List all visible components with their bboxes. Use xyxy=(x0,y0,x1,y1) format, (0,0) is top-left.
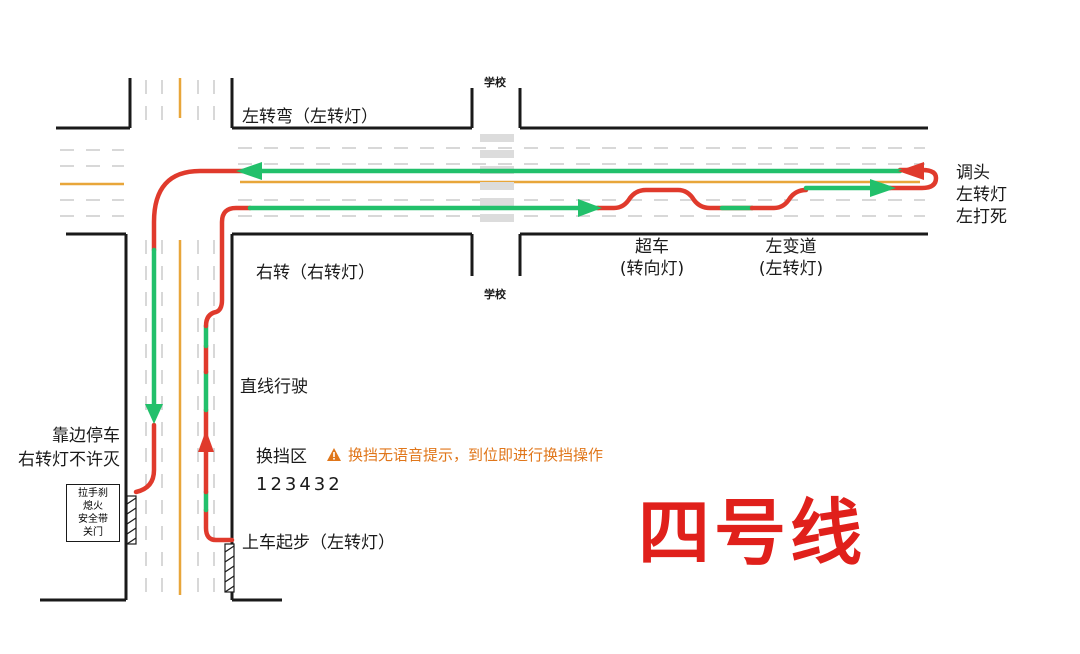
gear-zone-label: 换挡区 xyxy=(256,447,307,467)
gear-sequence: 123432 xyxy=(256,474,343,495)
overtake-line-1: 超车 xyxy=(635,237,669,257)
right-turn-label: 右转（右转灯） xyxy=(256,263,375,283)
arrow-icon xyxy=(578,199,602,217)
warning-icon xyxy=(327,448,341,461)
school-label-bottom: 学校 xyxy=(484,288,506,301)
u-turn-label: 调头 左转灯 左打死 xyxy=(956,162,1007,228)
arrow-icon xyxy=(145,404,163,424)
straight-label: 直线行驶 xyxy=(240,377,308,397)
pull-over-line-2: 右转灯不许灭 xyxy=(18,450,120,470)
overtake-line-2: (转向灯) xyxy=(619,259,685,279)
route-start-red xyxy=(203,507,235,543)
lane-change-line-1: 左变道 xyxy=(765,237,817,257)
u-turn-line-3: 左打死 xyxy=(956,207,1007,227)
yellow-center-lines xyxy=(60,78,920,595)
checklist-item: 熄火 xyxy=(83,501,103,512)
u-turn-line-2: 左转灯 xyxy=(956,185,1007,205)
lane-dashes xyxy=(60,80,925,595)
pull-over-label: 靠边停车 右转灯不许灭 xyxy=(6,424,120,472)
school-label-top: 学校 xyxy=(484,76,506,89)
hatch-markers xyxy=(126,495,235,593)
route-title: 四号线 xyxy=(638,491,867,575)
route-pull-over xyxy=(133,422,157,495)
route-lines xyxy=(133,167,939,543)
route-u-turn xyxy=(887,167,939,191)
checklist-item: 安全带 xyxy=(78,514,108,525)
lane-change-line-2: (左转灯) xyxy=(758,259,824,279)
pull-over-line-1: 靠边停车 xyxy=(52,426,120,446)
checklist-box: 拉手刹 熄火 安全带 关门 xyxy=(66,484,120,542)
route-left-turn xyxy=(151,168,251,253)
arrow-icon xyxy=(898,162,924,180)
route-overtake xyxy=(595,187,755,211)
start-label: 上车起步（左转灯） xyxy=(242,533,395,553)
arrow-icon xyxy=(236,162,262,180)
route-arrows xyxy=(145,162,924,452)
checklist-item: 拉手刹 xyxy=(78,488,108,499)
arrow-icon xyxy=(198,430,214,452)
gear-warning-text: 换挡无语音提示，到位即进行换挡操作 xyxy=(348,446,604,464)
lane-change-label: 左变道 (左转灯) xyxy=(746,236,836,280)
route-right-turn xyxy=(203,205,253,329)
left-turn-label: 左转弯（左转灯） xyxy=(242,107,378,127)
u-turn-line-1: 调头 xyxy=(956,163,990,183)
overtake-label: 超车 (转向灯) xyxy=(612,236,692,280)
checklist-item: 关门 xyxy=(83,527,103,538)
arrow-icon xyxy=(870,179,896,197)
route-lane-change xyxy=(749,187,809,211)
gear-warning: 换挡无语音提示，到位即进行换挡操作 xyxy=(326,444,603,465)
